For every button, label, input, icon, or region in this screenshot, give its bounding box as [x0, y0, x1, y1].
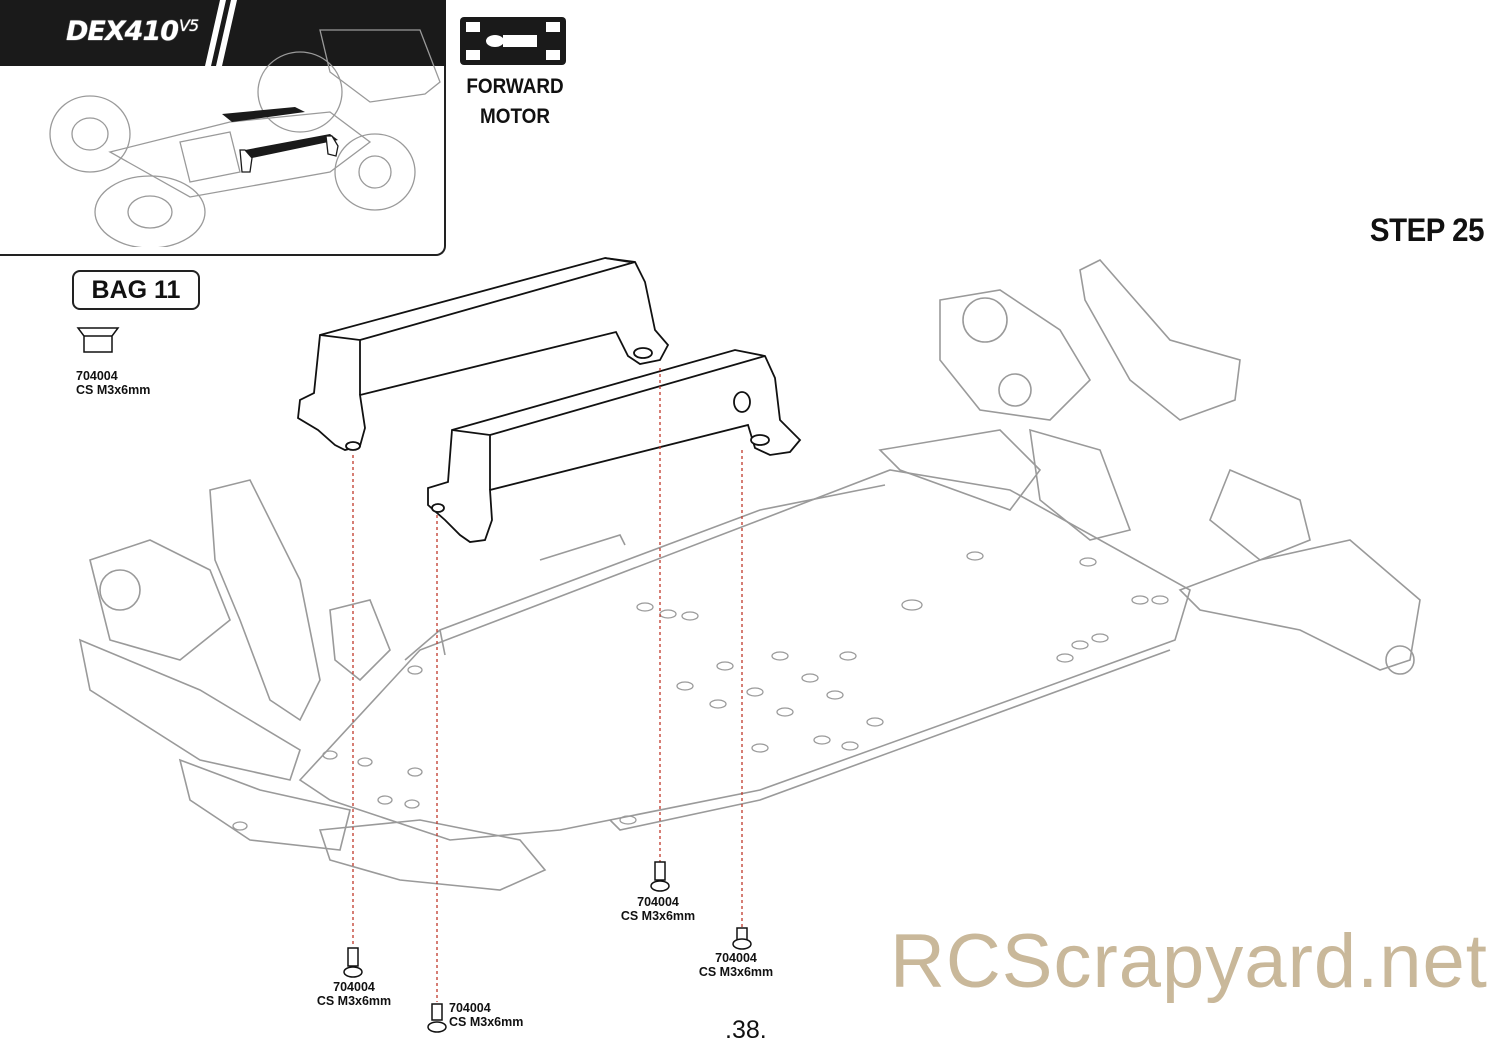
legend-part-desc: CS M3x6mm: [76, 383, 151, 397]
brand-banner: [0, 0, 446, 66]
chassis-holes: [232, 551, 1169, 831]
screw-icon-2: [650, 861, 670, 892]
callout-screw-3: 704004 CS M3x6mm: [690, 951, 782, 979]
chassis-plate: [298, 469, 1191, 841]
screw-guide-lines: [352, 368, 743, 1002]
forward-motor-label: FORWARD MOTOR: [462, 72, 568, 132]
callout-desc: CS M3x6mm: [449, 1015, 524, 1029]
screw-icon-3: [732, 927, 752, 950]
logo-version: V5: [179, 16, 199, 35]
forward-motor-line1: FORWARD: [466, 75, 564, 98]
callout-desc: CS M3x6mm: [620, 909, 696, 923]
screw-icon-1: [343, 947, 363, 978]
page-number: .38.: [725, 1016, 767, 1044]
callout-screw-4: 704004 CS M3x6mm: [449, 1001, 523, 1029]
callout-code: 704004: [449, 1001, 491, 1015]
legend-part-code: 704004: [76, 369, 118, 383]
legend-part-label: 704004 CS M3x6mm: [76, 369, 150, 397]
rear-suspension: [78, 479, 547, 891]
callout-desc: CS M3x6mm: [698, 965, 774, 979]
front-suspension: [878, 259, 1421, 675]
logo-text: DEX410: [66, 16, 179, 47]
callout-desc: CS M3x6mm: [316, 994, 392, 1008]
banner-stripes-icon: [205, 0, 237, 66]
watermark-text: RCScrapyard.net: [890, 919, 1488, 1004]
callout-code: 704004: [715, 951, 757, 965]
callout-code: 704004: [637, 895, 679, 909]
callout-code: 704004: [333, 980, 375, 994]
callout-screw-1: 704004 CS M3x6mm: [310, 980, 398, 1008]
forward-motor-line2: MOTOR: [479, 105, 551, 128]
battery-brace-rear: [427, 349, 802, 543]
screw-icons: [76, 327, 752, 1033]
buggy-thumbnail: [49, 29, 441, 247]
brand-logo: DEX410V5: [66, 16, 199, 47]
battery-brace-front: [297, 257, 670, 451]
forward-motor-chassis-icon: [460, 17, 566, 65]
step-title: STEP 25: [1369, 212, 1485, 248]
bag-label: BAG 11: [72, 270, 200, 310]
screw-icon-4: [427, 1003, 447, 1033]
callout-screw-2: 704004 CS M3x6mm: [612, 895, 704, 923]
screw-icon-legend: [76, 327, 120, 353]
